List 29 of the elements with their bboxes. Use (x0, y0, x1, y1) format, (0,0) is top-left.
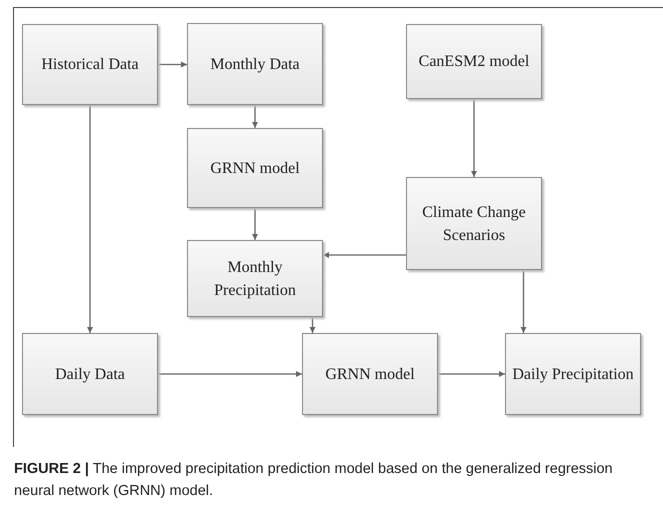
box-label: Daily Data (55, 364, 125, 384)
figure-caption: FIGURE 2 | The improved precipitation prediction model based on the generalized regression neural network (GRNN) model. (14, 460, 614, 501)
box-label: Monthly Data (210, 54, 300, 74)
arrow (438, 371, 505, 377)
box-label: Climate Change Scenarios (421, 202, 527, 246)
arrow (310, 317, 316, 333)
arrow (252, 208, 258, 240)
process-box (505, 333, 641, 415)
process-box (187, 240, 323, 317)
arrow (520, 270, 526, 333)
process-box (406, 177, 542, 270)
process-box (22, 333, 158, 415)
box-label: Monthly Precipitation (213, 258, 297, 300)
arrow (323, 252, 406, 258)
box-label: Historical Data (41, 55, 139, 75)
process-box (187, 23, 323, 105)
arrow (158, 371, 302, 377)
box-label: CanESM2 model (418, 52, 530, 72)
box-label: GRNN model (210, 158, 300, 178)
arrow (471, 99, 477, 177)
arrow (252, 105, 258, 128)
box-label: Daily Precipitation (512, 364, 634, 384)
process-box (406, 24, 542, 99)
arrow (87, 105, 93, 333)
process-box (22, 24, 158, 105)
box-label: GRNN model (325, 364, 415, 384)
process-box (302, 333, 438, 415)
arrow (158, 62, 187, 68)
process-box (187, 128, 323, 208)
